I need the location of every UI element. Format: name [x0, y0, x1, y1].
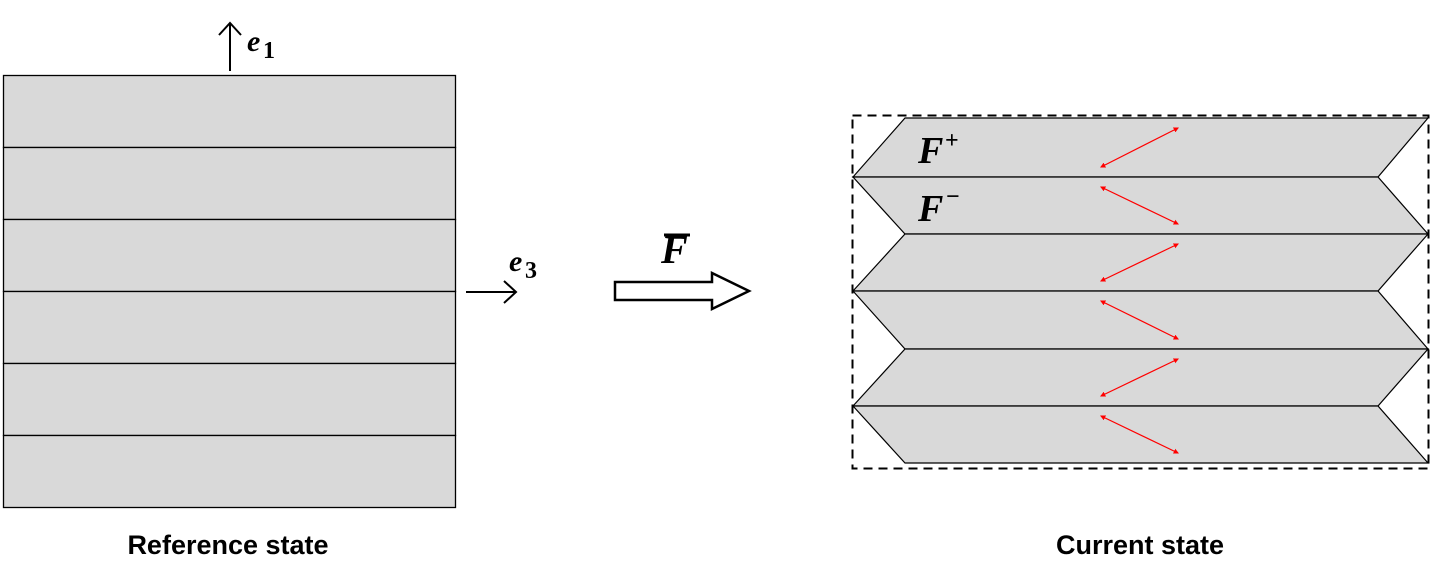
label-f-minus: F −	[917, 184, 960, 230]
reference-layer	[2, 218, 457, 293]
double-arrow-icon	[1100, 300, 1179, 340]
bounding-box-dashed	[851, 114, 1430, 470]
svg-text:F: F	[917, 130, 943, 172]
fiber-direction-arrows	[1100, 127, 1179, 454]
axis-e3-subscript: 3	[525, 258, 537, 284]
reference-layer	[2, 74, 457, 149]
svg-text:−: −	[946, 184, 960, 210]
axis-e3-symbol: e	[509, 245, 522, 278]
reference-layer	[2, 290, 457, 365]
double-arrow-icon	[1100, 186, 1179, 225]
svg-text:F: F	[917, 188, 943, 230]
reference-layer	[2, 362, 457, 437]
svg-text:+: +	[945, 128, 959, 154]
double-arrow-icon	[1100, 415, 1179, 454]
double-arrow-icon	[1100, 127, 1179, 168]
axis-e1-subscript: 1	[263, 38, 275, 64]
deformation-gradient-symbol: F	[660, 227, 688, 272]
axis-e1-symbol: e	[247, 25, 260, 58]
reference-state-caption: Reference state	[127, 530, 328, 560]
deformation-gradient: F	[613, 227, 752, 311]
double-arrow-icon	[1100, 358, 1179, 397]
axis-e3: e 3	[466, 245, 537, 304]
block-right-arrow-icon	[613, 271, 752, 311]
label-f-plus: F +	[917, 128, 959, 172]
axis-e1: e 1	[218, 21, 275, 71]
current-state-caption: Current state	[1056, 530, 1224, 560]
reference-layer	[2, 146, 457, 221]
reference-layer	[2, 434, 457, 509]
double-arrow-icon	[1100, 243, 1179, 282]
reference-laminate	[2, 74, 457, 509]
